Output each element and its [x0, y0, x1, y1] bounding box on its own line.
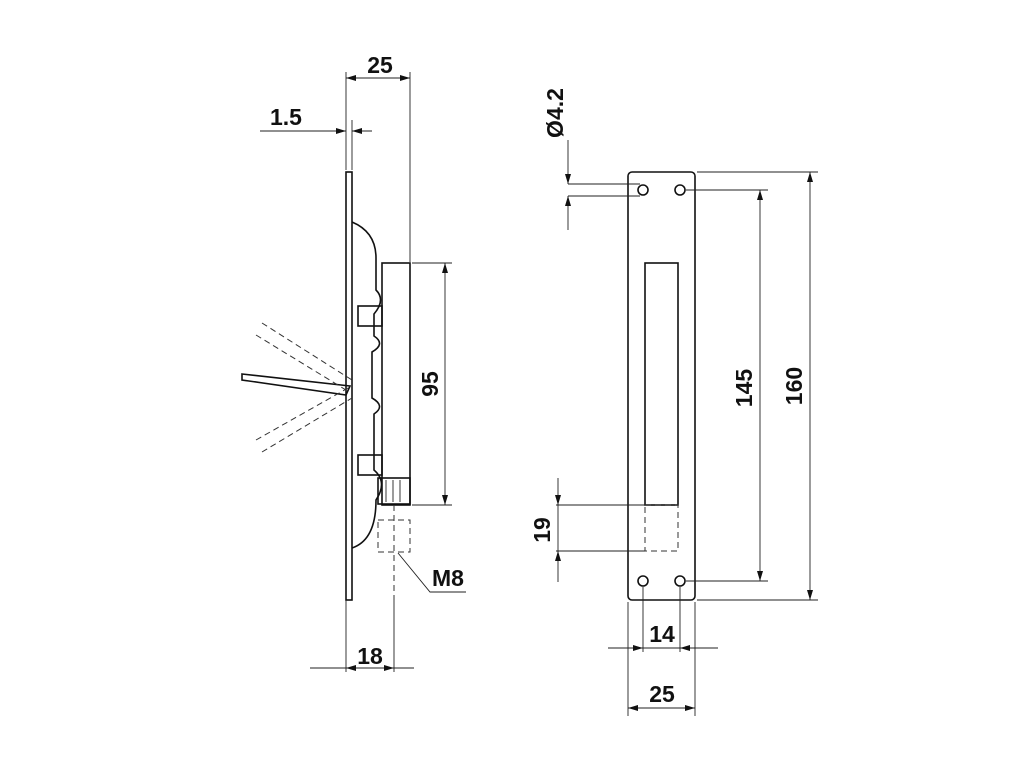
dim-body-height: 95	[417, 371, 443, 397]
front-bolt-travel	[644, 504, 679, 552]
dim-bolt-travel: 19	[529, 517, 555, 543]
front-view: Ø4.2 145 160 19 14	[529, 88, 818, 716]
front-slot	[644, 262, 679, 506]
side-bolt-thread	[377, 477, 411, 505]
front-plate	[627, 171, 696, 601]
dim-plate-thickness: 1.5	[270, 104, 302, 130]
side-bolt-housing	[381, 262, 411, 506]
dim-depth: 18	[357, 643, 383, 669]
dim-plate-width: 25	[649, 681, 675, 707]
side-lever	[241, 373, 352, 396]
mounting-hole	[674, 184, 686, 196]
side-body-profile	[351, 221, 383, 549]
mounting-hole	[674, 575, 686, 587]
thread-label: M8	[432, 565, 464, 591]
mounting-hole	[637, 184, 649, 196]
dim-hole-offset: 14	[649, 621, 675, 647]
dim-total-height: 160	[781, 367, 807, 405]
mounting-hole	[637, 575, 649, 587]
side-tab-lower	[357, 454, 383, 476]
dim-side-width: 25	[367, 52, 393, 78]
side-lever-up	[255, 322, 353, 391]
dim-hole-spacing: 145	[731, 369, 757, 408]
side-lever-down	[255, 387, 353, 453]
side-tab-upper	[357, 305, 383, 327]
dim-hole-diameter: Ø4.2	[542, 88, 568, 138]
side-view: 25 1.5 95 18 M8	[241, 52, 466, 672]
